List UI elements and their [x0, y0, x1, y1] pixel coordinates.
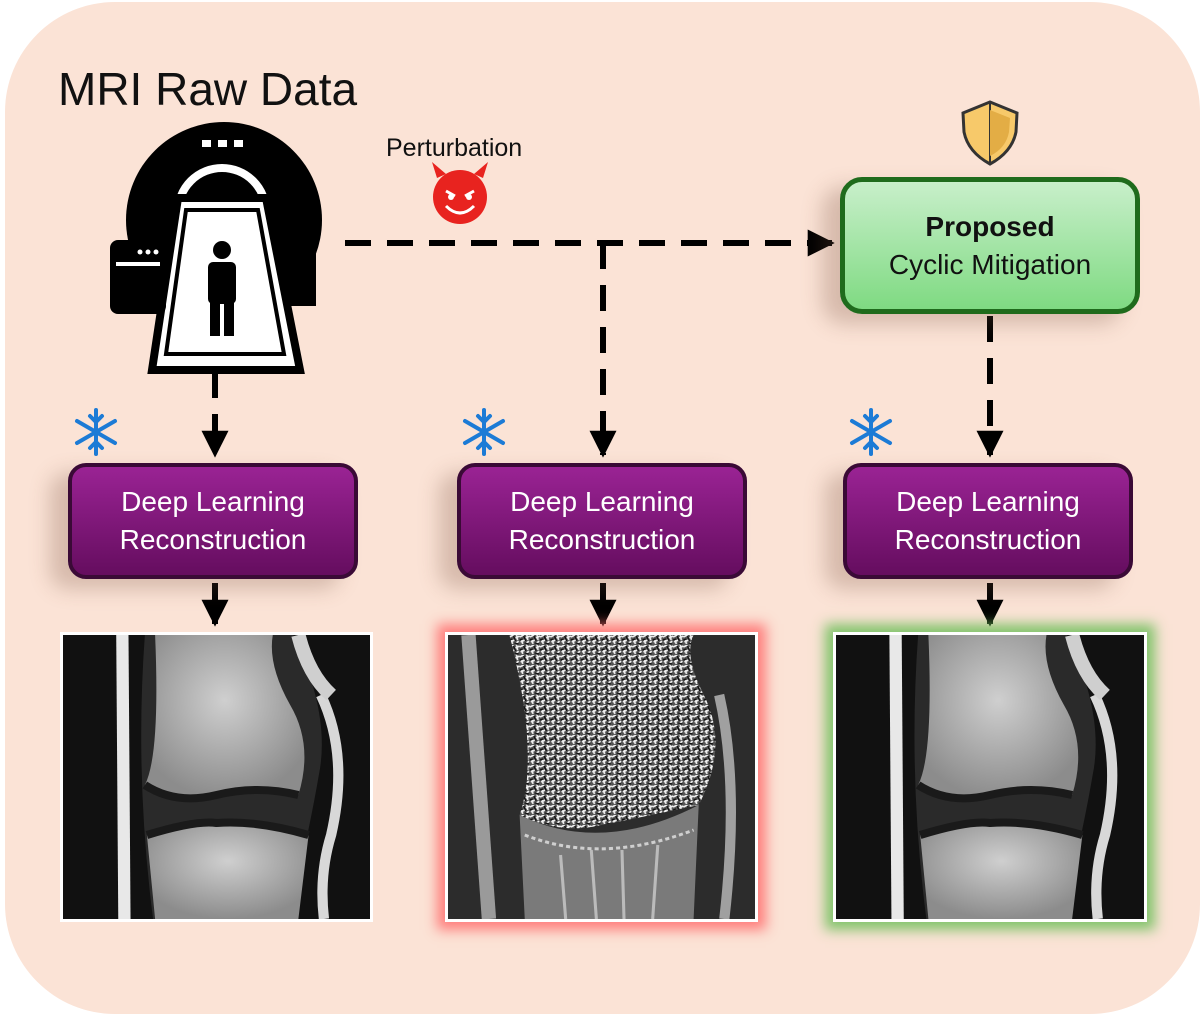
devil-icon [432, 162, 488, 224]
knee-mri-clean [60, 632, 373, 922]
shield-icon [961, 100, 1019, 166]
mitigation-block: Proposed Cyclic Mitigation [840, 177, 1140, 314]
recon-line2: Reconstruction [119, 524, 307, 555]
recon-line2: Reconstruction [894, 524, 1082, 555]
knee-mri-perturbed [445, 632, 758, 922]
mri-scanner-icon [110, 122, 322, 374]
mitigation-line1: Proposed [925, 210, 1055, 242]
snowflake-icon [75, 408, 117, 456]
title: MRI Raw Data [58, 63, 358, 115]
recon-line2: Reconstruction [508, 524, 696, 555]
mitigation-line2: Cyclic Mitigation [888, 248, 1092, 280]
recon-line1: Deep Learning [121, 486, 305, 517]
perturbation-label: Perturbation [386, 134, 523, 162]
knee-mri-mitigated [833, 632, 1147, 922]
recon-block-1: Deep Learning Reconstruction [68, 463, 358, 579]
recon-line1: Deep Learning [896, 486, 1080, 517]
recon-line1: Deep Learning [510, 486, 694, 517]
snowflake-icon [850, 408, 892, 456]
recon-block-3: Deep Learning Reconstruction [843, 463, 1133, 579]
snowflake-icon [463, 408, 505, 456]
recon-block-2: Deep Learning Reconstruction [457, 463, 747, 579]
